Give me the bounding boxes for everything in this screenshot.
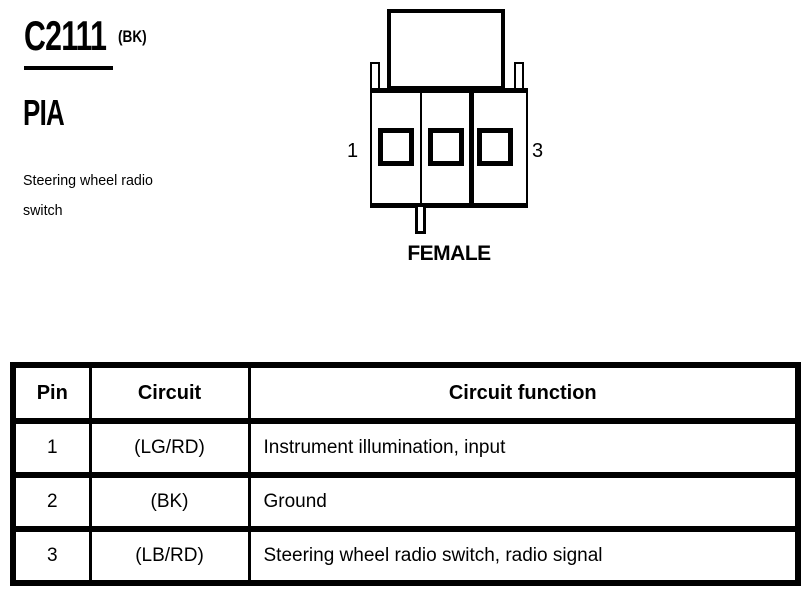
circuit-function-cell: Steering wheel radio switch, radio signa… xyxy=(247,526,800,586)
pin-table: Pin Circuit Circuit function 1 (LG/RD) I… xyxy=(10,362,801,586)
pin-number-cell: 3 xyxy=(11,526,92,586)
pin-3-label: 3 xyxy=(532,140,544,162)
column-header-circuit: Circuit xyxy=(88,362,251,424)
connector-gender-label: FEMALE xyxy=(407,242,491,265)
connector-latch-left xyxy=(370,62,380,90)
pin-cavity-3 xyxy=(477,128,513,166)
connector-wire-color: (BK) xyxy=(118,27,147,46)
column-header-pin: Pin xyxy=(11,362,92,424)
circuit-cell: (LB/RD) xyxy=(88,526,251,586)
pin-table-container: Pin Circuit Circuit function 1 (LG/RD) I… xyxy=(10,362,801,586)
column-header-circuit-function: Circuit function xyxy=(247,362,800,424)
connector-cell-divider-1 xyxy=(420,93,422,203)
pin-cavity-1 xyxy=(378,128,414,166)
circuit-function-cell: Ground xyxy=(247,472,800,532)
connector-latch-right xyxy=(514,62,524,90)
table-row: 3 (LB/RD) Steering wheel radio switch, r… xyxy=(11,526,800,586)
pin-1-label: 1 xyxy=(347,140,359,162)
connector-id: C2111 xyxy=(24,12,107,59)
connector-mating-tab xyxy=(387,9,505,90)
connector-cell-divider-2 xyxy=(469,88,474,208)
pin-cavity-2 xyxy=(428,128,464,166)
connector-index-tab xyxy=(415,207,426,234)
circuit-cell: (LG/RD) xyxy=(88,418,251,478)
circuit-function-cell: Instrument illumination, input xyxy=(247,418,800,478)
connector-description: Steering wheel radio switch xyxy=(23,172,153,219)
table-row: 1 (LG/RD) Instrument illumination, input xyxy=(11,418,800,478)
pin-number-cell: 2 xyxy=(11,472,92,532)
table-row: 2 (BK) Ground xyxy=(11,472,800,532)
connector-id-underline xyxy=(24,66,113,70)
connector-code: PIA xyxy=(23,92,65,133)
pin-table-header-row: Pin Circuit Circuit function xyxy=(11,362,800,424)
pin-number-cell: 1 xyxy=(11,418,92,478)
circuit-cell: (BK) xyxy=(88,472,251,532)
